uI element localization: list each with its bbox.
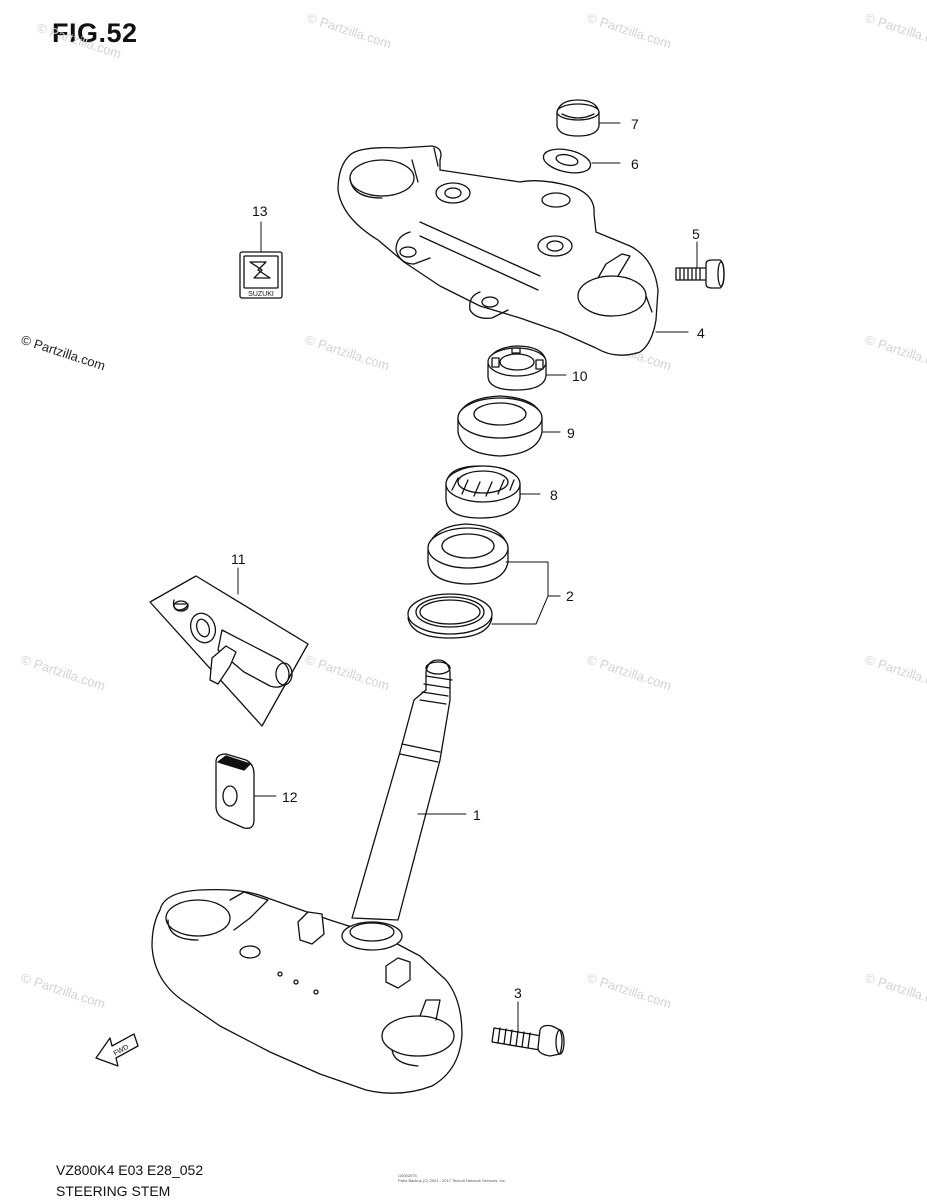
callout-3: 3 bbox=[514, 985, 522, 1001]
callout-4: 4 bbox=[697, 325, 705, 341]
emblem-label: SUZUKI bbox=[248, 291, 274, 298]
part-3-bolt[interactable] bbox=[491, 1024, 565, 1057]
callout-10: 10 bbox=[572, 368, 588, 384]
part-2-bearing-race-upper[interactable] bbox=[427, 523, 509, 585]
part-9-dust-seal[interactable] bbox=[457, 395, 543, 457]
callout-13: 13 bbox=[252, 203, 268, 219]
callout-5: 5 bbox=[692, 226, 700, 242]
diagram-copyright: Parts Backup (C) 2001 - 2017 Tecnotr Net… bbox=[398, 1178, 506, 1183]
callout-2: 2 bbox=[566, 588, 574, 604]
part-2-bearing-race-lower[interactable] bbox=[407, 593, 493, 639]
leader-lines bbox=[237, 122, 698, 1033]
part-11-steering-lock-set[interactable] bbox=[149, 575, 309, 727]
part-7-cap[interactable] bbox=[556, 99, 600, 137]
callout-7: 7 bbox=[631, 116, 639, 132]
part-10-steering-nut[interactable] bbox=[487, 345, 547, 391]
part-4-upper-bracket[interactable] bbox=[337, 145, 659, 356]
callout-12: 12 bbox=[282, 789, 298, 805]
part-1-steering-stem[interactable] bbox=[151, 659, 463, 1094]
diagram-title: STEERING STEM bbox=[56, 1183, 171, 1199]
part-6-washer[interactable] bbox=[541, 145, 593, 176]
callout-8: 8 bbox=[550, 487, 558, 503]
callout-1: 1 bbox=[473, 807, 481, 823]
diagram-ref-code: G0052075 bbox=[398, 1173, 417, 1178]
part-5-bolt[interactable] bbox=[675, 259, 725, 289]
callout-11: 11 bbox=[231, 551, 246, 567]
part-13-emblem[interactable]: SUZUKI bbox=[239, 251, 283, 299]
diagram-code: VZ800K4 E03 E28_052 bbox=[56, 1162, 204, 1178]
part-12-plate[interactable] bbox=[215, 753, 255, 829]
figure-title: FIG.52 bbox=[52, 18, 138, 48]
fwd-arrow-icon: FWD bbox=[95, 1033, 139, 1067]
part-8-bearing[interactable] bbox=[445, 465, 521, 519]
callout-labels: 7 6 5 4 10 9 8 2 13 11 12 1 3 bbox=[231, 116, 705, 1001]
callout-9: 9 bbox=[567, 425, 575, 441]
callout-6: 6 bbox=[631, 156, 639, 172]
